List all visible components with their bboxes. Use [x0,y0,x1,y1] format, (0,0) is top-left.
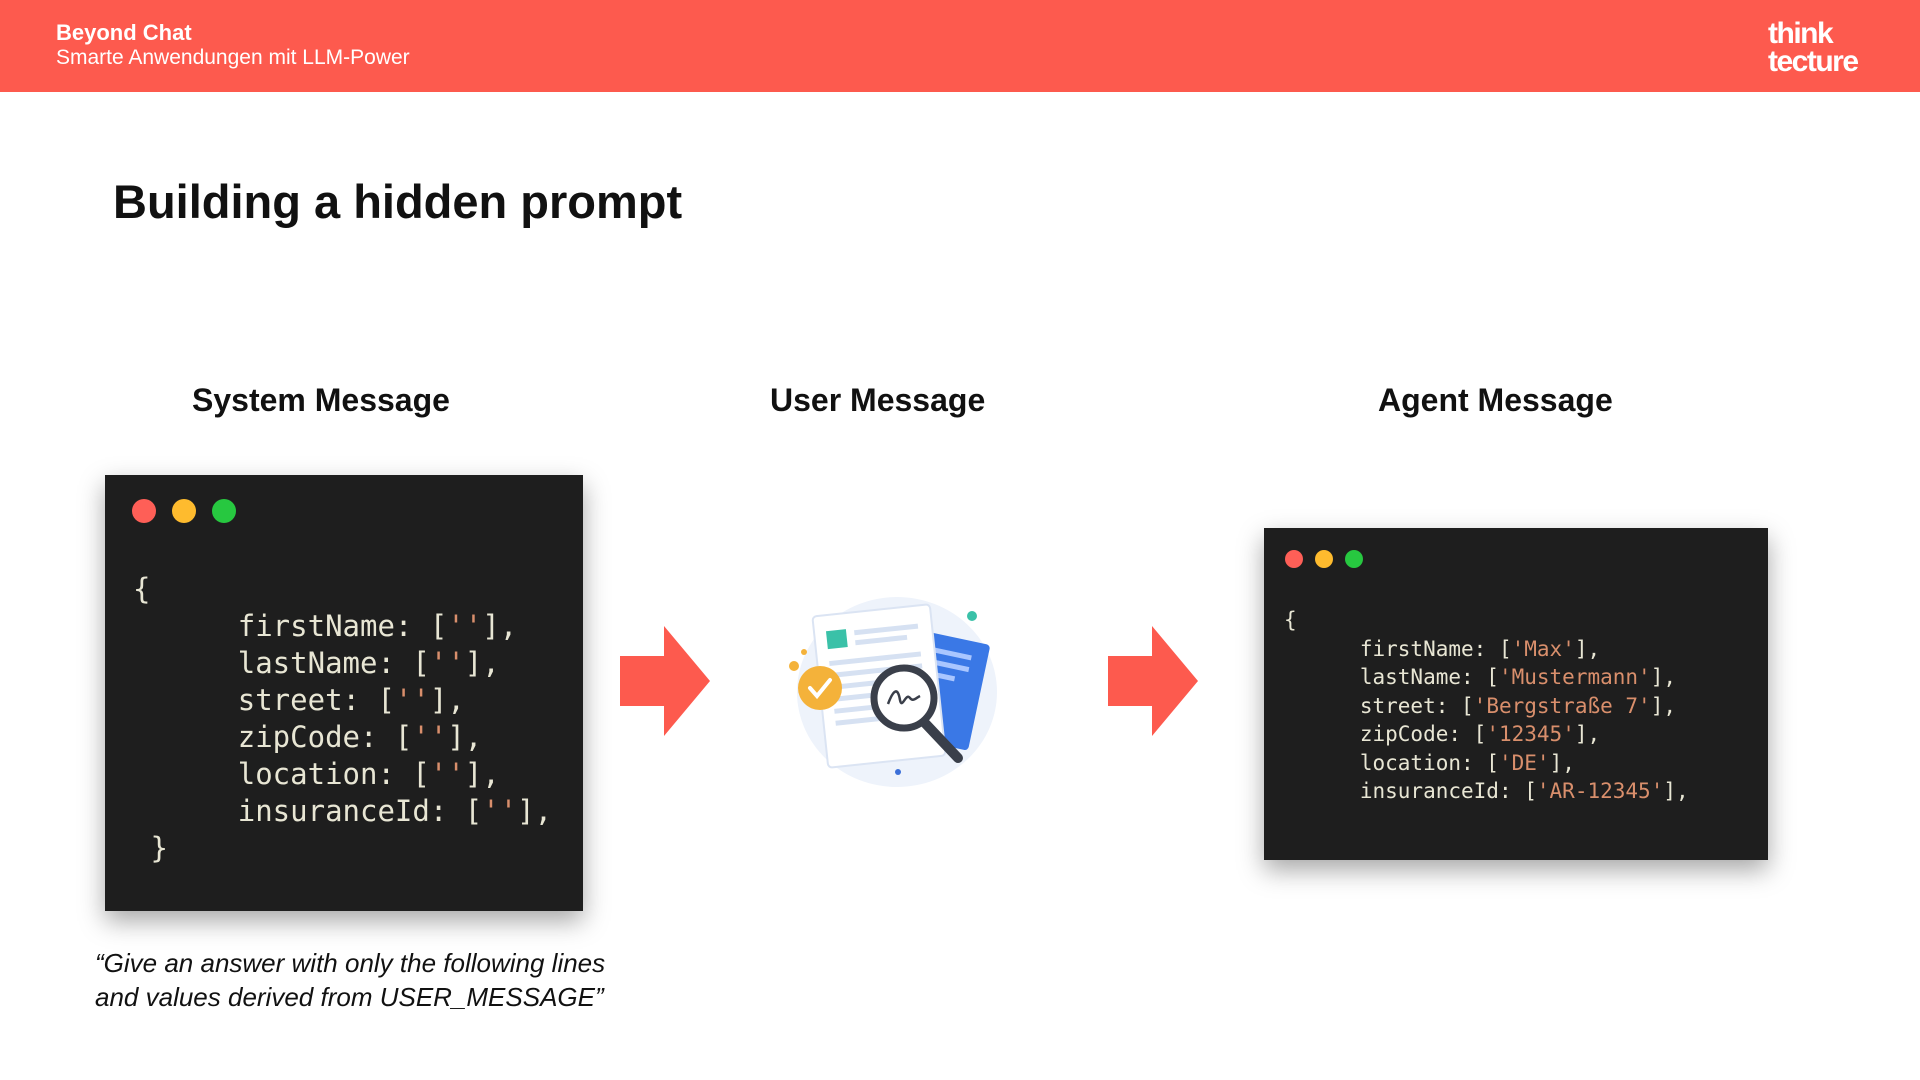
code-key: location [1359,750,1462,775]
code-line-firstName: firstName: [''], [237,609,518,643]
code-key: lastName [1359,665,1462,689]
code-value: AR-12345 [1549,779,1651,803]
header-title: Beyond Chat [56,20,192,45]
window-minimize-dot [1315,550,1333,568]
code-key: zipCode [1359,722,1449,746]
code-line-street: street: [''], [237,683,465,717]
document-magnifier-icon [789,597,997,787]
code-key: location [237,757,378,791]
code-line-insuranceId: insuranceId: [''], [237,794,553,828]
code-value: DE [1511,750,1537,775]
logo-line-1: think [1768,17,1834,50]
code-close-brace: } [150,831,168,865]
window-maximize-dot [1345,550,1363,568]
window-close-dot [132,499,156,523]
arrow-right-icon [1108,626,1198,736]
logo-line-2: tecture [1768,45,1859,78]
instruction-line-1: “Give an answer with only the following … [95,948,606,978]
window-minimize-dot [172,499,196,523]
code-value: Mustermann [1511,665,1639,689]
thinktecture-logo: think tecture [1768,17,1859,78]
system-code-block: { firstName: [''], lastName: [''], stree… [133,571,552,867]
instruction-line-2: and values derived from USER_MESSAGE” [95,982,604,1012]
code-line-zipCode: zipCode: ['12345'], [1359,722,1601,746]
system-message-label: System Message [192,382,450,418]
code-line-lastName: lastName: [''], [237,646,500,680]
code-key: street [1359,693,1436,718]
code-line-location: location: ['DE'], [1359,750,1575,775]
page-title: Building a hidden prompt [113,175,683,228]
code-value: Max [1524,636,1563,661]
code-line-zipCode: zipCode: [''], [237,720,483,754]
code-key: insuranceId [237,794,430,828]
code-line-insuranceId: insuranceId: ['AR-12345'], [1359,779,1689,803]
arrow-right-icon [620,626,710,736]
system-message-terminal: { firstName: [''], lastName: [''], stree… [105,475,583,911]
user-message-label: User Message [770,382,986,418]
agent-message-terminal: { firstName: ['Max'], lastName: ['Muster… [1264,528,1768,860]
code-line-street: street: ['Bergstraße 7'], [1359,693,1676,718]
code-line-lastName: lastName: ['Mustermann'], [1359,665,1676,689]
code-line-location: location: [''], [237,757,500,791]
code-open-brace: { [1284,608,1297,632]
code-key: firstName [237,609,395,643]
window-maximize-dot [212,499,236,523]
code-value: 12345 [1498,722,1563,746]
agent-code-block: { firstName: ['Max'], lastName: ['Muster… [1284,606,1689,806]
code-key: insuranceId [1359,779,1499,803]
window-close-dot [1285,550,1303,568]
code-line-firstName: firstName: ['Max'], [1359,636,1601,661]
slide-header: Beyond Chat Smarte Anwendungen mit LLM-P… [0,0,1920,92]
header-subtitle: Smarte Anwendungen mit LLM-Power [56,46,410,69]
code-key: lastName [237,646,378,680]
code-key: firstName [1359,636,1474,661]
code-open-brace: { [133,572,151,606]
agent-message-label: Agent Message [1378,382,1613,418]
code-value: Bergstraße 7 [1486,693,1639,718]
code-key: street [237,683,343,717]
instruction-quote: “Give an answer with only the following … [95,946,695,1014]
code-key: zipCode [237,720,360,754]
